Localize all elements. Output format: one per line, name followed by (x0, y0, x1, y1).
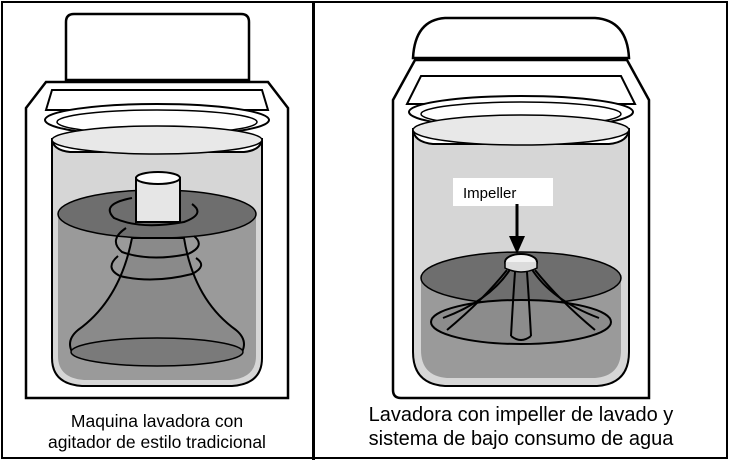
impeller-callout-label: Impeller (463, 185, 516, 202)
panel-divider (312, 1, 315, 460)
impeller-washer-illustration: Impeller (391, 16, 651, 400)
agitator-cap (135, 171, 181, 185)
caption-line-2: sistema de bajo consumo de agua (368, 427, 674, 450)
callout-box (453, 178, 553, 206)
caption-line-1: Maquina lavadora con (70, 411, 244, 431)
caption-impeller-washer: Lavadora con impeller de lavado y sistem… (318, 404, 724, 451)
callout-arrow-head (509, 236, 525, 254)
agitator-post (135, 177, 181, 223)
caption-agitator-washer: Maquina lavadora con agitador de estilo … (4, 411, 310, 452)
agitator-spiral (108, 197, 203, 281)
impeller-plate (430, 299, 612, 345)
lid (64, 12, 251, 82)
impeller-vanes (442, 267, 600, 341)
caption-line-1: Lavadora con impeller de lavado y (368, 404, 674, 426)
agitator-washer-illustration (24, 12, 290, 400)
caption-line-2: agitador de estilo tradicional (48, 431, 266, 452)
lid (411, 16, 631, 60)
